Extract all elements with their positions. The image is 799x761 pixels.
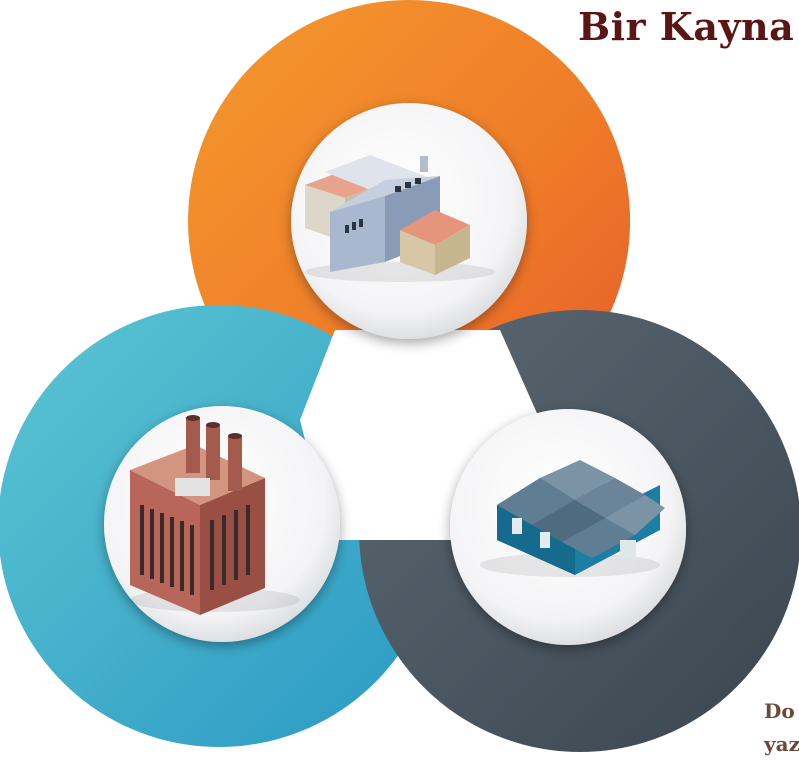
page-title: Bir Kayna <box>578 4 795 49</box>
industrial-plant-icon <box>130 415 300 615</box>
caption-line-2: yaz <box>764 732 799 756</box>
factory-building-icon <box>305 155 495 282</box>
warehouse-icon <box>480 460 665 577</box>
caption-line-1: Do <box>764 699 795 723</box>
